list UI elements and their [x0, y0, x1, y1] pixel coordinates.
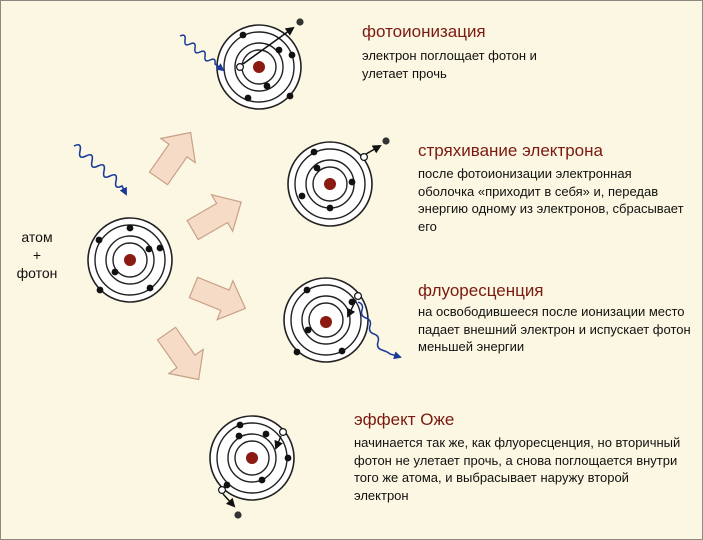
flow-arrows — [148, 131, 247, 381]
electron — [348, 178, 356, 186]
title-shakeoff: стряхивание электрона — [418, 141, 603, 160]
title-fluorescence: флуоресценция — [418, 281, 544, 300]
ejected-electron — [234, 511, 242, 519]
nucleus — [246, 452, 258, 464]
flow-arrow-fluorescence-icon — [188, 276, 247, 321]
vacancy-icon — [354, 292, 363, 301]
electron — [236, 421, 244, 429]
electron — [258, 476, 266, 484]
atom-photoionization — [179, 18, 304, 110]
incoming-photon-icon — [179, 34, 225, 72]
electron — [304, 326, 312, 334]
vacancy-icon — [236, 62, 245, 71]
flow-arrow-auger-icon — [156, 326, 205, 381]
left-label-line-3: фотон — [16, 265, 58, 281]
atom-initial — [87, 217, 173, 303]
electron — [288, 51, 296, 59]
atom-shakeoff — [287, 137, 390, 227]
electron — [326, 204, 334, 212]
electron — [275, 46, 283, 54]
electron — [293, 348, 301, 356]
electron — [96, 286, 104, 294]
falling-electron-path — [347, 299, 357, 318]
electron — [310, 148, 318, 156]
nucleus — [253, 61, 265, 73]
electron — [313, 164, 321, 172]
nucleus — [320, 316, 332, 328]
falling-electron-path — [274, 435, 283, 450]
electron — [286, 92, 294, 100]
electron — [263, 82, 271, 90]
nucleus — [324, 178, 336, 190]
title-photoionization: фотоионизация — [362, 22, 486, 41]
description-fluorescence: на освободившееся после ионизации место … — [418, 304, 691, 354]
flow-arrow-shakeoff-icon — [186, 193, 242, 241]
title-auger: эффект Оже — [354, 410, 455, 429]
electron — [239, 31, 247, 39]
vacancy-icon — [279, 428, 288, 437]
electron — [223, 481, 231, 489]
description-auger: начинается так же, как флуоресценция, но… — [354, 435, 681, 503]
electron — [303, 286, 311, 294]
left-label-atom-photon: атом + фотон — [4, 228, 70, 282]
electron — [262, 430, 270, 438]
left-label-line-1: атом — [21, 229, 53, 245]
ejected-electron-path — [242, 26, 295, 65]
electron — [111, 268, 119, 276]
vacancy-icon — [218, 486, 227, 495]
nucleus — [124, 254, 136, 266]
electron — [146, 284, 154, 292]
atom-auger — [209, 415, 295, 519]
electron — [95, 236, 103, 244]
electron — [284, 454, 292, 462]
incoming-photon-icon — [73, 144, 127, 196]
ejected-electron — [382, 137, 390, 145]
left-label-line-2: + — [32, 247, 42, 263]
atom-fluorescence — [283, 277, 402, 363]
electron — [244, 94, 252, 102]
electron — [338, 347, 346, 355]
description-photoionization: электрон поглощает фотон и улетает прочь — [362, 48, 537, 81]
electron — [298, 192, 306, 200]
ejected-electron-path — [365, 145, 382, 155]
description-shakeoff: после фотоионизации электронная оболочка… — [418, 166, 684, 234]
ejected-electron-path — [222, 493, 236, 508]
electron — [156, 244, 164, 252]
emitted-photon-icon — [357, 301, 402, 360]
electron — [145, 245, 153, 253]
vacancy-icon — [360, 153, 369, 162]
electron — [126, 224, 134, 232]
flow-arrow-photoionization-icon — [148, 131, 197, 186]
ejected-electron — [296, 18, 304, 26]
electron — [235, 432, 243, 440]
